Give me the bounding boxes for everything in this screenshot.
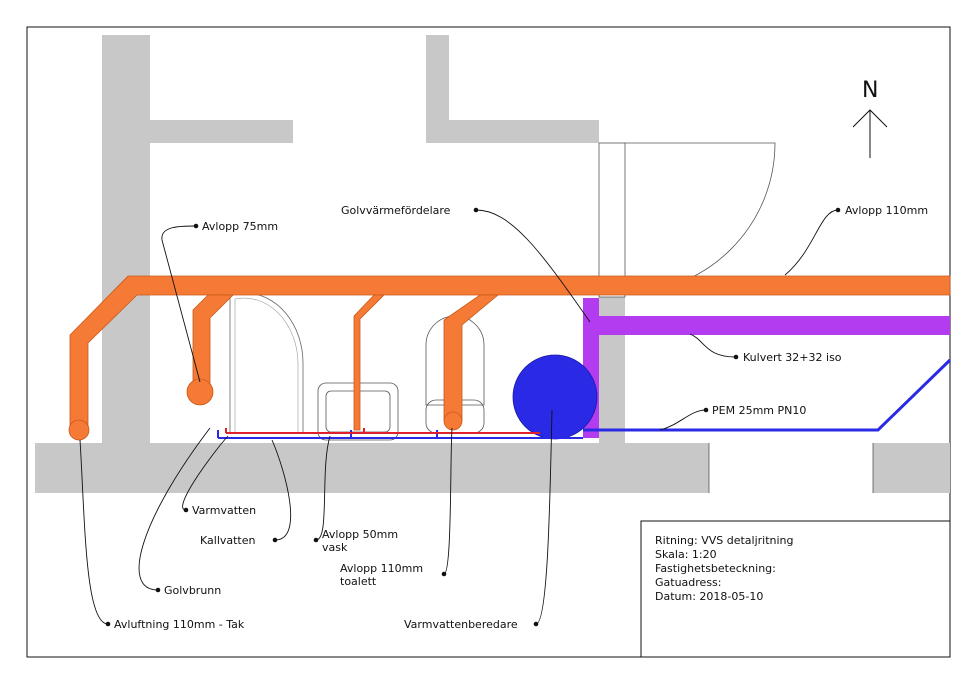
title-datum: Datum: 2018-05-10 (655, 590, 763, 603)
wall-top-stub-left (150, 120, 293, 143)
label-kulvert: Kulvert 32+32 iso (743, 351, 842, 364)
label-avlopp-50-line1: Avlopp 50mm (322, 528, 398, 541)
north-label: N (862, 78, 878, 103)
label-avlopp-110-toalett-line1: Avlopp 110mm (340, 562, 423, 575)
label-varmvattenberedare: Varmvattenberedare (404, 618, 518, 631)
title-skala: Skala: 1:20 (655, 548, 717, 561)
vent-pipe-end (68, 419, 90, 441)
title-ritning: Ritning: VVS detaljritning (655, 534, 794, 547)
wall-bottom (35, 443, 709, 493)
wall-center-vertical (426, 35, 449, 143)
hot-water-pipes (225, 428, 540, 434)
wall-left-vertical (102, 35, 150, 443)
drain-main-110 (69, 275, 951, 429)
label-golvbrunn: Golvbrunn (164, 584, 221, 597)
label-kallvatten: Kallvatten (200, 534, 256, 547)
leader-dots (105, 207, 841, 627)
labels: Avlopp 75mm Golvvärmefördelare Avlopp 11… (114, 204, 928, 631)
label-avlopp-75: Avlopp 75mm (202, 220, 278, 233)
label-avlopp-50-line2: vask (322, 541, 348, 554)
label-golvvarmefordelare: Golvvärmefördelare (341, 204, 451, 217)
label-pem: PEM 25mm PN10 (712, 404, 806, 417)
wall-top-stub-right (449, 120, 599, 143)
north-arrow: N (852, 78, 888, 158)
toilet-drain-end (443, 411, 463, 431)
label-avlopp-110: Avlopp 110mm (845, 204, 928, 217)
title-block: Ritning: VVS detaljritning Skala: 1:20 F… (640, 520, 951, 658)
water-heater (512, 354, 598, 440)
label-varmvatten: Varmvatten (192, 504, 256, 517)
wall-bottom-right (873, 443, 950, 493)
drain-branch-50 (353, 294, 385, 431)
label-avluftning: Avluftning 110mm - Tak (114, 618, 245, 631)
title-fastighet: Fastighetsbeteckning: (655, 562, 776, 575)
label-avlopp-110-toalett-line2: toalett (340, 575, 377, 588)
floor-drain (186, 378, 214, 406)
title-gatuadress: Gatuadress: (655, 576, 722, 589)
leader-lines (79, 209, 839, 625)
